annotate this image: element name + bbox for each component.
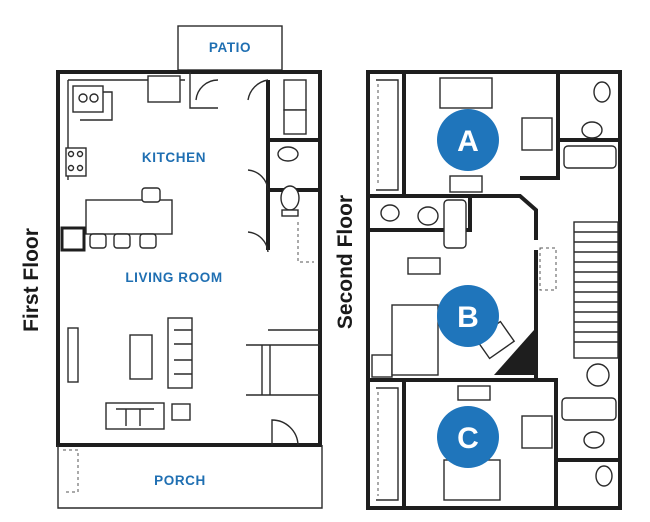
washer-icon [283, 79, 307, 111]
porch-area [57, 445, 323, 509]
bar-stool-icon-4 [141, 187, 161, 203]
living-room-label: LIVING ROOM [125, 270, 222, 285]
toilet-c-icon [583, 431, 605, 449]
bed-b [391, 304, 439, 376]
dresser-c [457, 385, 491, 401]
bedroom-c-letter: C [457, 422, 479, 455]
column [60, 226, 86, 252]
closet-c [376, 387, 399, 501]
sink-a-icon [593, 81, 611, 103]
patio-area [177, 25, 283, 71]
bar-stool-icon-3 [139, 233, 157, 249]
desk-c [521, 415, 553, 449]
bath-door-swing [247, 169, 269, 253]
sink-basin-icon [78, 93, 88, 103]
bedroom-b-letter: B [457, 301, 479, 334]
porch-rail [63, 449, 79, 493]
end-table [171, 403, 191, 421]
bed-a [439, 77, 493, 109]
sink-b-icon [380, 204, 400, 222]
kitchen-label: KITCHEN [142, 150, 206, 165]
kitchen-island [85, 199, 173, 235]
stove-icon [65, 147, 87, 177]
desk-a [521, 117, 553, 151]
pantry-door [189, 72, 219, 109]
nightstand-b [371, 354, 393, 378]
closet-line [297, 222, 314, 263]
tub-a-icon [563, 145, 617, 169]
sink-basin-icon-2 [89, 93, 99, 103]
front-door [271, 419, 299, 446]
sofa [167, 317, 193, 389]
patio-label: PATIO [209, 40, 251, 55]
closet-a [376, 79, 399, 191]
stairs [573, 221, 619, 359]
tub-b-icon [443, 199, 467, 249]
toilet-icon [280, 185, 300, 211]
tv-console [67, 327, 79, 383]
second-floor-plan [366, 70, 622, 510]
first-floor-exterior-wall [56, 70, 322, 447]
bedroom-a-badge: A [437, 109, 499, 171]
hall-closet [539, 247, 557, 291]
first-floor-label: First Floor [20, 228, 43, 332]
powder-sink-icon [277, 146, 299, 162]
tub-c-icon [561, 397, 617, 421]
dresser-a [449, 175, 483, 193]
toilet-b-icon [417, 206, 439, 226]
bedroom-b-badge: B [437, 285, 499, 347]
hall-fixture [586, 363, 610, 387]
laundry-door [247, 79, 269, 101]
toilet-tank-icon [281, 209, 299, 217]
second-floor-exterior-wall [366, 70, 622, 510]
bar-stool-icon [89, 233, 107, 249]
loveseat [105, 402, 165, 430]
bath-b-wall [368, 196, 472, 232]
first-floor-plan [56, 25, 323, 509]
stair-base [246, 329, 320, 396]
toilet-a-icon [581, 121, 603, 139]
dresser-b [407, 257, 441, 275]
bedroom-c-badge: C [437, 406, 499, 468]
sink-c-icon [595, 465, 613, 487]
second-floor-partitions [368, 72, 560, 508]
coffee-table [129, 334, 153, 380]
bedroom-a-letter: A [457, 125, 479, 158]
angled-wall-b [494, 330, 534, 375]
dryer-icon [283, 109, 307, 135]
refrigerator-icon [147, 75, 181, 103]
porch-label: PORCH [154, 473, 206, 488]
second-floor-label: Second Floor [334, 195, 357, 329]
bar-stool-icon-2 [113, 233, 131, 249]
